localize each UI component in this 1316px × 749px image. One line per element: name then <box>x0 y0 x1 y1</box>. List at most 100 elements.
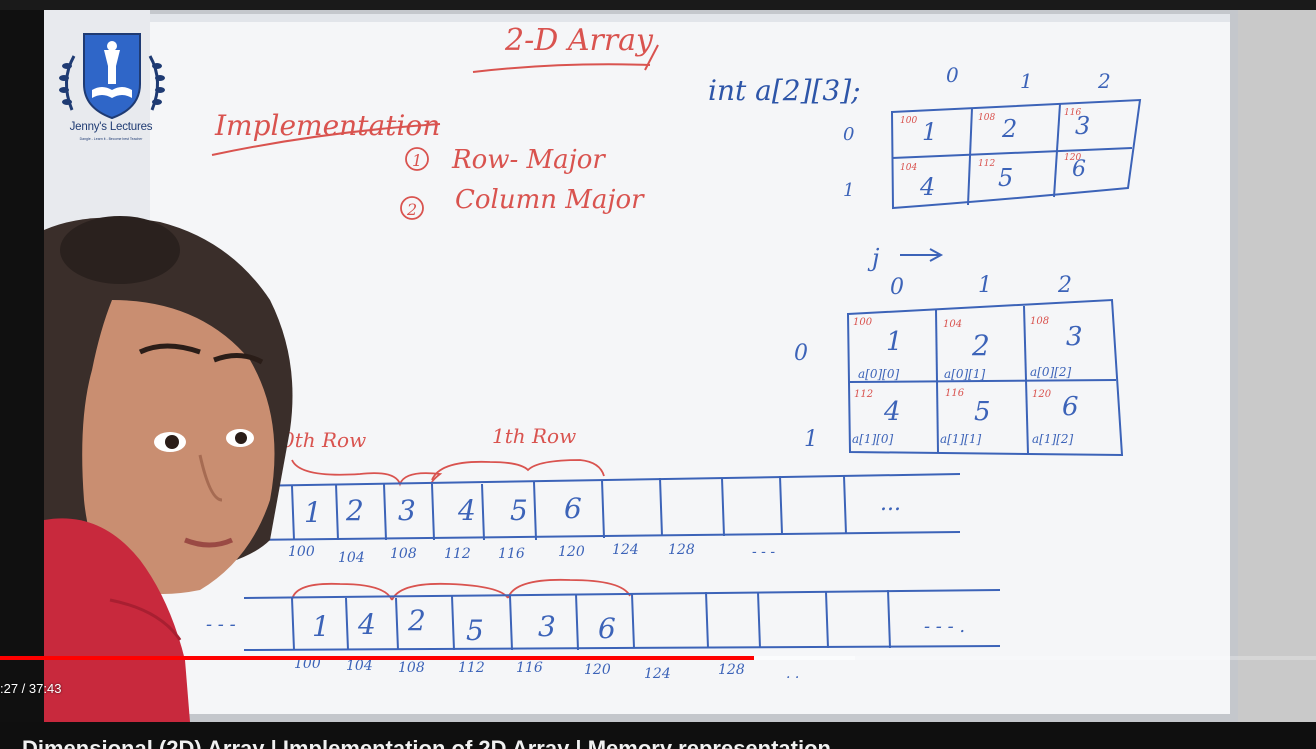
main-grid-cells: 100 1 a[0][0] 104 2 a[0][1] 108 3 a[0][2… <box>852 316 1083 446</box>
row-major-array <box>247 473 961 541</box>
presenter <box>44 216 293 722</box>
top-cell-addr: 108 <box>978 113 995 123</box>
column-major-addr-7: 128 <box>718 662 745 678</box>
column-major-cell-3: 5 <box>466 614 484 647</box>
main-cell-addr: 108 <box>1030 316 1049 327</box>
method-1-number: 1 <box>412 151 422 170</box>
implementation-label: Implementation <box>214 109 440 142</box>
row-major-cell-4: 5 <box>510 494 528 527</box>
wall-right <box>1228 10 1316 722</box>
main-grid-col-2: 2 <box>1057 273 1072 298</box>
top-cell-addr: 120 <box>1064 153 1081 163</box>
column-major-addr-1: 104 <box>346 658 373 674</box>
row-major-addr-3: 112 <box>444 546 471 562</box>
row-major-trailing: - - - <box>752 544 775 560</box>
channel-logo-tagline: Dangle - Learn it - Become best Teacher <box>79 137 143 141</box>
row-major-cell-1: 2 <box>345 494 364 527</box>
row-major-addr-4: 116 <box>498 546 525 562</box>
video-player[interactable]: 2-D Array Implementation 1 Row- Major 2 … <box>0 0 1316 722</box>
main-cell-ref: a[1][0] <box>852 432 893 446</box>
column-major-addr-2: 108 <box>398 660 425 676</box>
top-cell-val: 1 <box>922 118 937 146</box>
col-brace-2 <box>391 582 509 601</box>
column-major-leading: - - - <box>206 614 236 635</box>
column-major-addr-3: 112 <box>458 660 485 676</box>
title-underline-2 <box>644 44 659 71</box>
row-major-addr-5: 120 <box>558 544 585 560</box>
main-grid-col-headers: 0 1 2 <box>890 273 1072 300</box>
method-2-label: Column Major <box>455 185 645 215</box>
row-major-addr-0: 100 <box>288 544 315 560</box>
col-brace-1 <box>291 582 393 601</box>
video-title: Dimensional (2D) Array | Implementation … <box>22 736 831 749</box>
row-major-addr-1: 104 <box>338 550 365 566</box>
main-grid-col-1: 1 <box>978 273 992 298</box>
column-major-ellipsis: - - - . <box>924 616 965 637</box>
method-1-circle <box>405 147 429 171</box>
column-major-addr-4: 116 <box>516 660 543 676</box>
row-1-label: 1th Row <box>492 424 576 448</box>
row-major-addr-6: 124 <box>612 542 639 558</box>
column-major-array <box>243 589 1001 651</box>
main-cell-addr: 100 <box>853 317 873 328</box>
video-frame: 2-D Array Implementation 1 Row- Major 2 … <box>0 0 1316 722</box>
implementation-underline <box>211 123 441 156</box>
main-cell-ref: a[1][2] <box>1032 432 1073 446</box>
main-grid-row-0: 0 <box>794 341 808 366</box>
column-major-cell-2: 2 <box>407 604 426 637</box>
main-cell-val: 2 <box>971 329 990 362</box>
progress-bar[interactable] <box>0 656 1316 660</box>
top-grid-col-2: 2 <box>1097 69 1111 93</box>
top-grid-row-0: 0 <box>843 124 854 145</box>
black-left-bar <box>0 0 48 722</box>
top-cell-addr: 116 <box>1064 108 1081 118</box>
main-cell-val: 1 <box>886 327 903 357</box>
method-1-label: Row- Major <box>451 145 606 175</box>
top-cell-val: 2 <box>1001 115 1017 143</box>
row-major-cell-2: 3 <box>398 494 416 527</box>
channel-logo-name: Jenny's Lectures <box>69 121 153 133</box>
top-grid-col-headers: 0 1 2 <box>946 63 1111 93</box>
main-cell-ref: a[0][1] <box>944 367 985 381</box>
top-cell-addr: 112 <box>978 159 995 169</box>
top-cell-val: 5 <box>998 164 1013 192</box>
row-major-cell-3: 4 <box>457 494 476 527</box>
main-cell-addr: 104 <box>943 319 962 330</box>
main-grid <box>846 298 1124 457</box>
column-major-addr-6: 124 <box>644 666 671 682</box>
top-cell-val: 6 <box>1072 157 1086 182</box>
main-cell-val: 5 <box>974 397 991 427</box>
row-major-addr-2: 108 <box>390 546 417 562</box>
top-grid <box>890 98 1142 210</box>
main-cell-val: 4 <box>883 397 901 427</box>
main-cell-addr: 116 <box>945 388 965 399</box>
torch-book-shield-icon <box>59 33 165 120</box>
board-title: 2-D Array <box>504 23 654 58</box>
column-major-addr-5: 120 <box>584 662 611 678</box>
main-grid-row-1: 1 <box>804 427 818 452</box>
board-shadow <box>150 14 1230 22</box>
top-cell-addr: 100 <box>900 116 917 126</box>
method-2-number: 2 <box>406 200 417 219</box>
main-cell-ref: a[1][1] <box>940 432 981 446</box>
top-grid-col-1: 1 <box>1020 69 1033 93</box>
main-cell-ref: a[0][0] <box>858 367 899 381</box>
main-cell-ref: a[0][2] <box>1030 365 1071 379</box>
column-major-cell-4: 3 <box>538 610 556 643</box>
j-arrow <box>900 248 944 262</box>
row-major-cell-0: 1 <box>304 496 322 529</box>
col-brace-3 <box>507 578 631 599</box>
row-1-brace <box>431 459 605 481</box>
top-grid-col-0: 0 <box>946 63 959 87</box>
column-major-addr-0: 100 <box>294 656 321 672</box>
top-cell-val: 4 <box>919 173 935 201</box>
column-major-cell-5: 6 <box>598 612 616 645</box>
wall-top <box>0 0 1316 10</box>
column-major-addresses: 100 104 108 112 116 120 124 128 <box>294 656 745 682</box>
top-grid-row-1: 1 <box>843 180 854 201</box>
main-grid-col-0: 0 <box>890 275 904 300</box>
time-display: :27 / 37:43 <box>0 681 62 696</box>
main-cell-addr: 120 <box>1032 389 1052 400</box>
